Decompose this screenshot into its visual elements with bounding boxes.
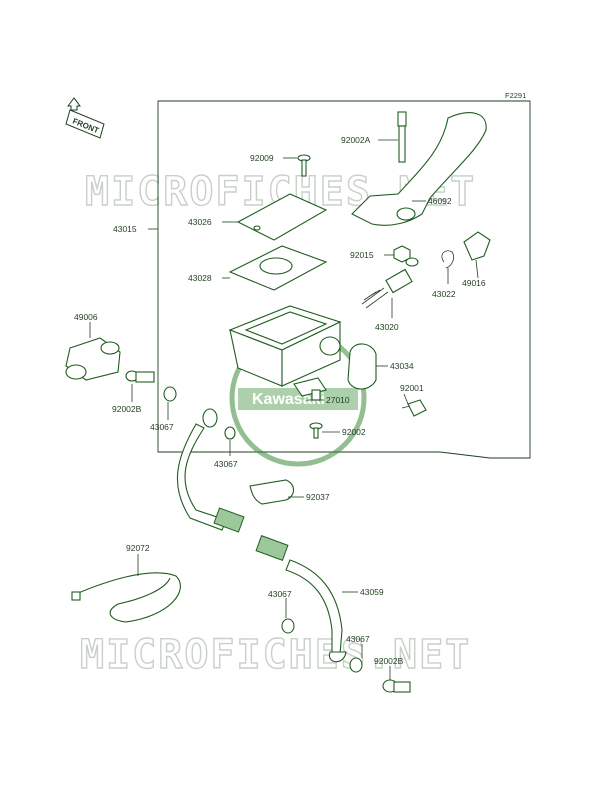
banjo-bolt-92002b-top [125, 370, 155, 383]
front-arrow-icon: FRONT [65, 97, 105, 139]
clamp-92037 [249, 479, 295, 505]
label-43015: 43015 [113, 224, 137, 234]
clip-43022 [441, 250, 454, 269]
label-43067-b: 43067 [214, 459, 238, 469]
diagram-code: F2291 [505, 91, 526, 100]
washer-43067-c [281, 618, 295, 634]
cable-tie-92072 [75, 572, 181, 623]
label-43022: 43022 [432, 289, 456, 299]
label-92037: 92037 [306, 492, 330, 502]
label-43028: 43028 [188, 273, 212, 283]
label-43067-c: 43067 [268, 589, 292, 599]
washer-43067-d [349, 657, 363, 673]
bolt-92001 [401, 399, 427, 417]
label-43026: 43026 [188, 217, 212, 227]
boot-49016 [463, 231, 491, 261]
watermark-bottom: MICROFICHES.NET [80, 632, 471, 678]
label-92002: 92002 [342, 427, 366, 437]
washer-43067-b [224, 426, 236, 440]
label-27010: 27010 [326, 395, 350, 405]
label-92002b-top: 92002B [112, 404, 142, 414]
label-92002a: 92002A [341, 135, 371, 145]
label-43067-d: 43067 [346, 634, 370, 644]
master-cylinder-body [228, 305, 342, 387]
switch-27010 [293, 377, 327, 401]
label-92002b-bottom: 92002B [374, 656, 404, 666]
brake-hose-43059 [255, 535, 347, 663]
cover-49006 [65, 337, 121, 381]
label-43059: 43059 [360, 587, 384, 597]
diaphragm-43028 [228, 245, 328, 291]
banjo-bolt-92002b-bottom [382, 679, 411, 693]
label-92001: 92001 [400, 383, 424, 393]
assembly-outline [157, 100, 531, 459]
label-43067-a: 43067 [150, 422, 174, 432]
screw-92009 [297, 154, 311, 177]
label-92009: 92009 [250, 153, 274, 163]
label-46092: 46092 [428, 196, 452, 206]
brake-hose-upper [176, 408, 245, 533]
label-43034: 43034 [390, 361, 414, 371]
label-43020: 43020 [375, 322, 399, 332]
screw-92002 [309, 422, 323, 439]
clamp-43034 [347, 343, 377, 390]
label-92072: 92072 [126, 543, 150, 553]
label-49006: 49006 [74, 312, 98, 322]
washer-43067-a [163, 386, 177, 402]
lever-46092 [351, 112, 487, 226]
bolt-92002a [397, 111, 407, 163]
label-49016: 49016 [462, 278, 486, 288]
label-92015: 92015 [350, 250, 374, 260]
piston-43020 [361, 257, 419, 309]
